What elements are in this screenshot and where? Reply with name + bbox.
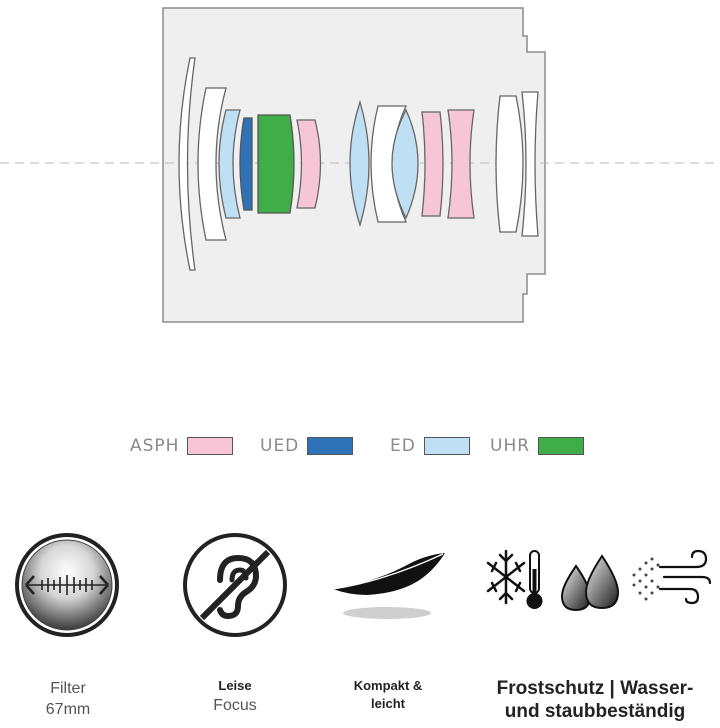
silent-caption-line2: Focus <box>213 697 257 714</box>
filter-caption-line2: 67mm <box>45 701 91 718</box>
legend: ASPH UED ED UHR <box>0 436 720 458</box>
legend-item-uhr: UHR <box>490 436 585 456</box>
feather-icon <box>332 553 445 619</box>
lens-element-front <box>178 57 196 271</box>
dust-wind-icon <box>632 549 712 605</box>
lens-element-ed-1 <box>218 109 241 219</box>
legend-swatch <box>423 437 470 455</box>
lens-diagram <box>0 7 720 323</box>
legend-swatch <box>307 437 354 455</box>
legend-label: UED <box>260 436 300 456</box>
legend-swatch <box>187 437 234 455</box>
weather-caption: Frostschutz | Wasser- und staubbeständig <box>470 678 720 723</box>
lens-element-asph-3 <box>447 109 475 219</box>
lens-element-asph-1 <box>296 119 322 209</box>
legend-swatch <box>538 437 585 455</box>
compact-caption-line2: leicht <box>371 696 405 711</box>
silent-caption-line1: Leise <box>218 678 252 693</box>
lens-element-asph-2 <box>421 111 444 217</box>
lens-element-rear-2 <box>521 91 539 237</box>
lens-element-uhr <box>257 114 295 214</box>
filter-caption: Filter 67mm <box>10 680 126 719</box>
compact-caption-line1: Kompakt & <box>353 678 423 693</box>
compact-caption: Kompakt & leicht <box>328 678 448 711</box>
weather-caption-line2: und staubbeständig <box>504 701 686 722</box>
weather-caption-line1: Frostschutz | Wasser- <box>496 678 694 699</box>
filter-disc-icon <box>15 533 119 637</box>
legend-label: ASPH <box>130 436 180 456</box>
lens-element-ued <box>239 117 253 211</box>
water-drops-icon <box>560 554 620 612</box>
legend-item-ed: ED <box>390 436 470 456</box>
silent-caption: Leise Focus <box>175 678 295 715</box>
lens-element-rear-1 <box>495 95 524 233</box>
lens-element-ed-3 <box>391 108 419 220</box>
legend-item-ued: UED <box>260 436 354 456</box>
snowflake-thermometer-icon <box>486 549 543 609</box>
lens-element-ed-2 <box>349 99 370 228</box>
lens-element-2 <box>197 87 227 241</box>
legend-item-asph: ASPH <box>130 436 234 456</box>
legend-label: ED <box>390 436 416 456</box>
filter-caption-line1: Filter <box>50 680 86 697</box>
ear-crossed-icon <box>183 533 287 637</box>
legend-label: UHR <box>490 436 531 456</box>
